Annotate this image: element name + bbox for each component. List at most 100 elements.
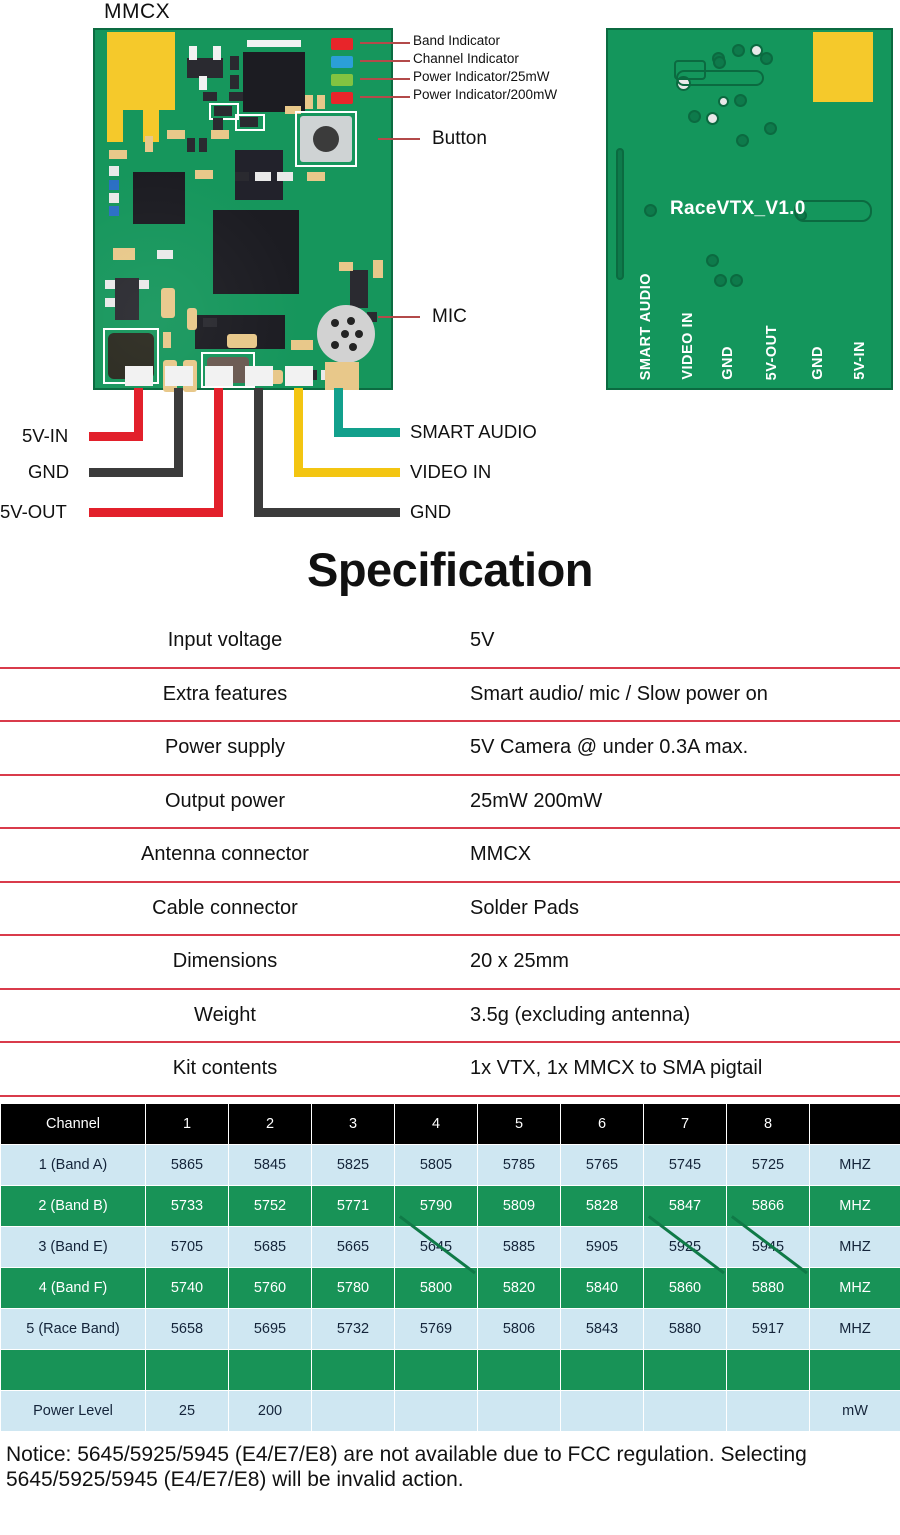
unit-cell: MHZ	[809, 1184, 900, 1227]
wire-smart-audio-horizontal	[334, 428, 400, 437]
res-r1	[230, 56, 239, 70]
unit-cell: MHZ	[809, 1266, 900, 1309]
wire-label-5v-in: 5V-IN	[22, 425, 69, 446]
cap-c3	[285, 106, 301, 114]
header-col-2: 2	[228, 1102, 312, 1145]
spec-row: Input voltage 5V	[0, 615, 900, 669]
spacer-cell	[560, 1348, 644, 1391]
spacer-cell	[477, 1348, 561, 1391]
res-r17	[157, 250, 173, 259]
power-level-cell	[394, 1389, 478, 1432]
spec-row: Antenna connector MMCX	[0, 829, 900, 883]
spec-key: Kit contents	[172, 1057, 278, 1080]
spec-row: Kit contents 1x VTX, 1x MMCX to SMA pigt…	[0, 1043, 900, 1097]
mmcx-leg-left	[107, 110, 123, 142]
frequency-cell: 5725	[726, 1143, 810, 1186]
frequency-cell: 5685	[228, 1225, 312, 1268]
led-power-25mw-indicator	[331, 74, 353, 86]
frequency-cell: 5780	[311, 1266, 395, 1309]
chip-u3-main	[213, 210, 299, 294]
res-r4	[229, 92, 243, 101]
header-col-8: 8	[726, 1102, 810, 1145]
spec-key: Power supply	[164, 736, 286, 759]
frequency-cell: 5771	[311, 1184, 395, 1227]
cap-c7	[109, 150, 127, 159]
wire-video-in-horizontal	[294, 468, 400, 477]
frequency-cell: 5945	[726, 1215, 810, 1275]
cap-c1	[305, 95, 313, 109]
cap-c20	[339, 262, 353, 271]
callout-mic: MIC	[432, 306, 467, 327]
pad-q2c	[139, 280, 149, 289]
cap-c8	[195, 170, 213, 179]
pad-q1a	[189, 46, 197, 60]
spacer-cell	[809, 1348, 900, 1391]
frequency-cell: 5665	[311, 1225, 395, 1268]
pad-q1b	[213, 46, 221, 60]
header-col-1: 1	[145, 1102, 229, 1145]
silk-label-gnd-1: GND	[720, 346, 736, 380]
via-10	[688, 110, 701, 123]
via-12	[764, 122, 777, 135]
spec-key: Cable connector	[152, 896, 298, 919]
spec-value: MMCX	[470, 843, 532, 866]
board-silkscreen-name: RaceVTX_V1.0	[670, 198, 806, 219]
wire-label-video-in: VIDEO IN	[410, 461, 492, 482]
frequency-cell: 5658	[145, 1307, 229, 1350]
led-channel-indicator	[331, 56, 353, 68]
via-16	[730, 274, 743, 287]
band-name-cell: 5 (Race Band)	[0, 1307, 146, 1350]
silk-label-video-in: VIDEO IN	[680, 312, 696, 380]
wire-gnd1-horizontal	[89, 468, 183, 477]
spec-value: 25mW 200mW	[470, 789, 603, 812]
power-level-cell	[643, 1389, 727, 1432]
unit-cell: MHZ	[809, 1307, 900, 1350]
transistor-q1	[187, 58, 223, 78]
cap-c2	[317, 95, 325, 109]
frequency-cell: 5765	[560, 1143, 644, 1186]
power-level-cell	[311, 1389, 395, 1432]
power-level-label: Power Level	[0, 1389, 146, 1432]
spacer-cell	[726, 1348, 810, 1391]
unit-cell: MHZ	[809, 1225, 900, 1268]
frequency-cell: 5790	[394, 1184, 478, 1227]
via-3	[732, 44, 745, 57]
band-name-cell: 2 (Band B)	[0, 1184, 146, 1227]
header-col-7: 7	[643, 1102, 727, 1145]
res-r12	[109, 193, 119, 203]
res-r22	[367, 312, 377, 322]
wire-5v-in-horizontal	[89, 432, 143, 441]
band-name-cell: 3 (Band E)	[0, 1225, 146, 1268]
spec-key: Output power	[164, 789, 286, 812]
via-13	[644, 204, 657, 217]
wire-5v-out-vertical	[214, 388, 223, 516]
microphone	[317, 305, 375, 363]
frequency-cell: 5880	[643, 1307, 727, 1350]
frequency-cell: 5865	[145, 1143, 229, 1186]
callout-band-indicator: Band Indicator	[413, 33, 501, 48]
frequency-cell: 5809	[477, 1184, 561, 1227]
solder-pad-5v-out	[205, 366, 233, 386]
wire-video-in-vertical	[294, 388, 303, 476]
wire-5v-out-horizontal	[89, 508, 223, 517]
res-r16	[277, 172, 293, 181]
cap-c11	[161, 288, 175, 318]
wire-label-gnd-right: GND	[410, 501, 452, 522]
power-unit-cell: mW	[809, 1389, 900, 1432]
header-col-3: 3	[311, 1102, 395, 1145]
frequency-cell: 5860	[643, 1266, 727, 1309]
push-button[interactable]	[300, 116, 352, 162]
cap-c19	[373, 260, 383, 278]
spacer-cell	[0, 1348, 146, 1391]
frequency-cell: 5695	[228, 1307, 312, 1350]
pad-strip-top	[247, 40, 301, 47]
chip-u4	[133, 172, 185, 224]
pad-q2a	[105, 280, 115, 289]
spec-row: Output power 25mW 200mW	[0, 776, 900, 829]
res-r18	[203, 318, 217, 327]
mmcx-connector-label: MMCX	[104, 0, 171, 23]
wire-gnd1-vertical	[174, 388, 183, 476]
wire-label-gnd-left: GND	[28, 461, 70, 482]
